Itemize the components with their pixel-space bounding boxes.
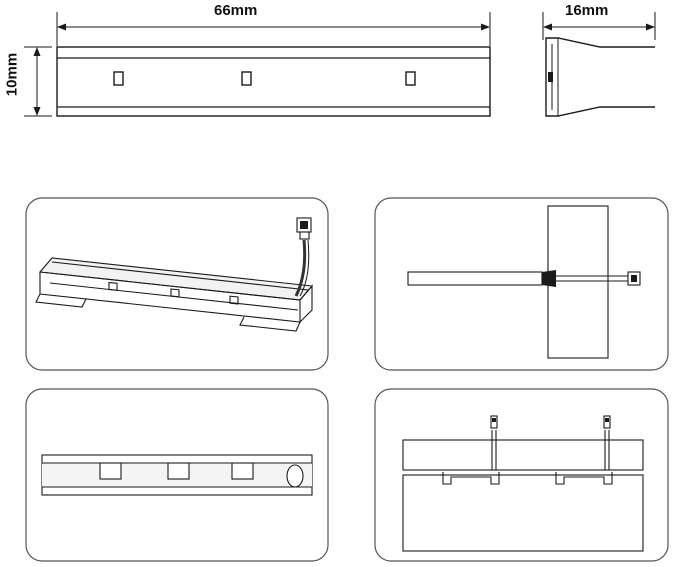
front-window-3 xyxy=(405,71,416,86)
perspective-clip-drawing xyxy=(35,217,314,332)
dimension-length-label: 66mm xyxy=(214,2,258,19)
panel-perspective-view xyxy=(25,197,329,371)
front-window-2 xyxy=(241,71,252,86)
front-window-1 xyxy=(113,71,124,86)
top-view-drawing xyxy=(407,205,641,359)
assembly-view-drawing xyxy=(402,415,644,552)
plan-view-drawing xyxy=(41,454,313,496)
dimension-width-label: 16mm xyxy=(565,2,609,19)
side-view-drawing xyxy=(542,12,656,117)
panel-top-view xyxy=(374,197,669,371)
front-view-drawing xyxy=(24,12,491,117)
panel-plan-view xyxy=(25,388,329,562)
panel-assembly-view xyxy=(374,388,669,562)
